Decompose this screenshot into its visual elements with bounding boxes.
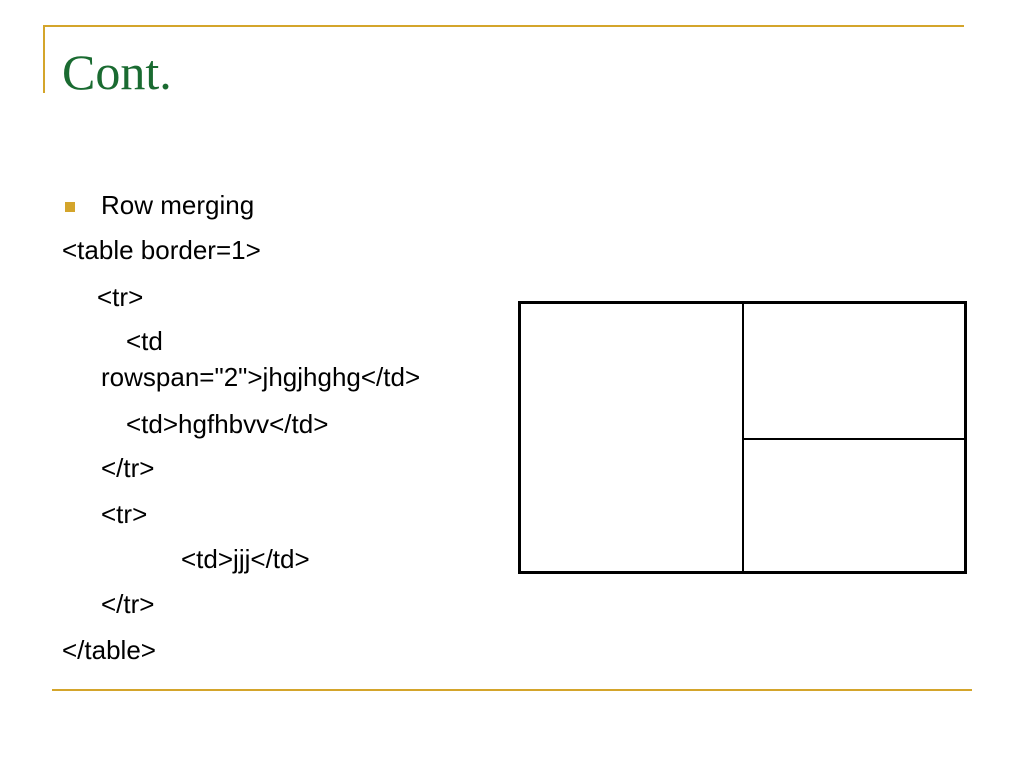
frame-left-line — [43, 25, 45, 93]
code-line-tr-open-1: <tr> — [97, 282, 144, 312]
example-table-diagram — [518, 301, 967, 574]
code-line-tr-close-1: </tr> — [101, 453, 155, 483]
code-line-tr-close-2: </tr> — [101, 589, 155, 619]
table-cell-top-right — [744, 304, 964, 440]
code-line-td-rowspan-start: <td — [126, 326, 163, 356]
code-line-table-close: </table> — [62, 635, 156, 665]
square-bullet-icon — [65, 202, 75, 212]
table-cell-bottom-right — [744, 440, 964, 571]
code-line-table-open: <table border=1> — [62, 235, 261, 265]
bullet-text: Row merging — [101, 190, 255, 220]
code-line-td-jjj: <td>jjj</td> — [181, 544, 310, 574]
frame-bottom-line — [52, 689, 972, 691]
code-line-tr-open-2: <tr> — [101, 499, 148, 529]
code-line-td-hgfhbvv: <td>hgfhbvv</td> — [126, 409, 329, 439]
slide-title: Cont. — [62, 44, 172, 100]
frame-top-line — [44, 25, 964, 27]
table-cell-rowspan — [521, 304, 744, 571]
code-line-td-rowspan-end: rowspan="2">jhgjhghg</td> — [101, 362, 421, 392]
